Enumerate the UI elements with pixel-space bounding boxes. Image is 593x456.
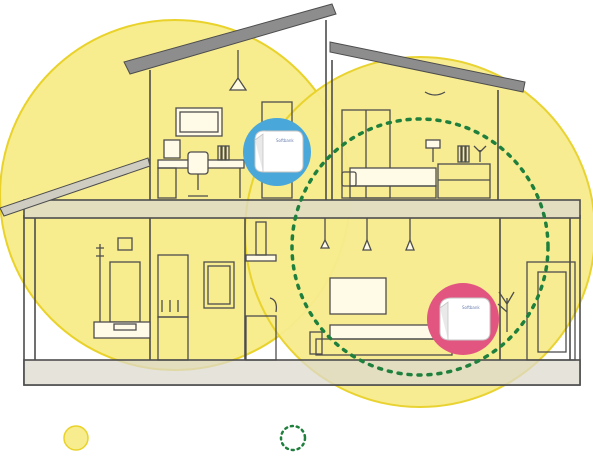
router-brand-label: Softbank [276,138,294,143]
living-room [309,218,576,361]
left-roof [123,3,337,75]
right-roof [329,41,526,93]
mesh-coverage-ring [290,117,550,377]
green-dashed-circle-icon [279,424,307,452]
wifi-router-icon: Softbank [254,130,304,173]
foundation [23,359,581,386]
ground-partitions [34,218,571,360]
left-lower-roof [0,157,151,217]
bedroom [341,91,491,199]
roofs [0,3,526,217]
kitchen [157,221,278,361]
house [1,20,581,386]
router-brand-label: Softbank [462,305,480,310]
yellow-filled-circle-icon [63,425,89,451]
upper-left-walls [149,20,327,200]
legend [63,424,307,452]
upstairs-router: Softbank [243,118,311,186]
downstairs-router: Softbank [427,283,499,355]
floor-slab [23,199,581,219]
study-room [157,50,293,199]
wifi-router-icon: Softbank [439,297,491,341]
bathroom [93,237,151,339]
upper-right-walls [331,60,499,200]
